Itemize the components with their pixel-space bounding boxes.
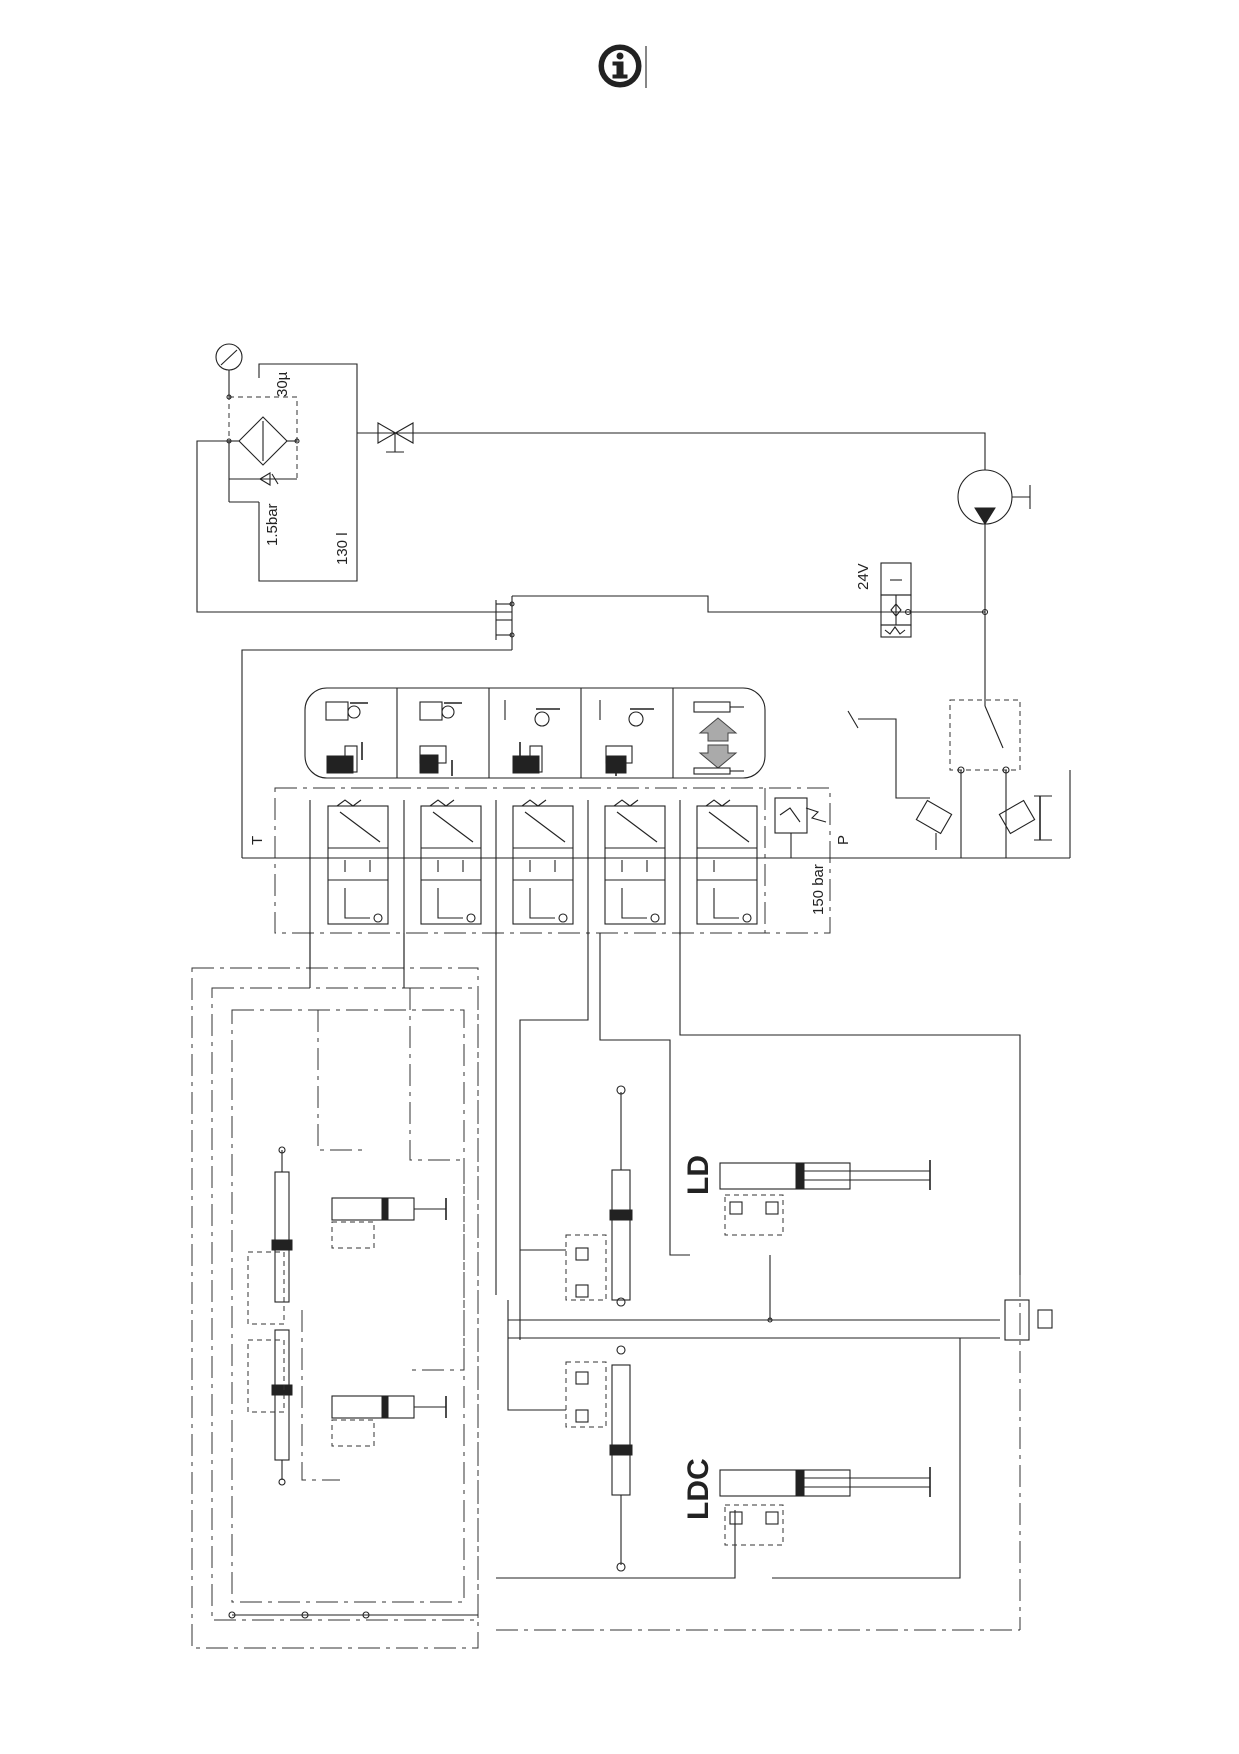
lever-control-right [998, 795, 1052, 841]
valve-section-4 [587, 799, 666, 935]
wheel-in-down-icon [599, 700, 654, 776]
ld-horizontal-cylinder [719, 1160, 931, 1236]
left-implement-frame [191, 933, 479, 1649]
lever-control-left [847, 710, 953, 850]
check-valve-right [1004, 1299, 1053, 1341]
valve-bank [242, 770, 1071, 934]
solenoid-voltage-label: 24V [855, 563, 872, 590]
ldc-label: LDC [682, 1458, 715, 1520]
pressure-gauge [215, 343, 243, 397]
ld-label: LD [682, 1155, 715, 1195]
port-p-label: P [835, 835, 852, 845]
wheel-in-up-icon [504, 700, 560, 774]
left-cylinder-upper [247, 1146, 293, 1325]
lateral-slide-down-icon [419, 701, 462, 776]
port-t-label: T [249, 836, 266, 845]
info-circle-icon [598, 44, 647, 88]
return-filter [226, 394, 300, 486]
ldc-horizontal-cylinder [719, 1467, 931, 1546]
ldc-vertical-cylinder [565, 1345, 633, 1572]
hydraulic-pump [957, 469, 1031, 616]
solenoid-valve [880, 562, 912, 638]
filter-bypass-label: 1.5bar [264, 503, 281, 546]
lateral-slide-up-icon [325, 701, 368, 774]
return-line [196, 440, 512, 613]
right-implement-lines [495, 933, 1021, 1631]
valve-section-1 [309, 799, 389, 970]
tank [228, 363, 358, 582]
tank-volume-label: 130 l [334, 532, 351, 565]
tank-manifold [241, 596, 515, 858]
left-cylinder-lower [247, 1329, 293, 1486]
filter-rating-label: 30µ [274, 371, 291, 397]
pressure-line [512, 595, 985, 613]
ldc-supply-line [507, 1300, 566, 1411]
lift-cylinders-icon [693, 701, 744, 775]
ld-vertical-cylinder [565, 1085, 633, 1307]
selector-valve [949, 612, 1021, 858]
left-horizontal-cylinder-lower [331, 1395, 447, 1447]
left-horizontal-cylinder-upper [331, 1197, 447, 1249]
shutoff-valve [377, 422, 414, 453]
suction-line [357, 432, 986, 470]
valve-section-2 [403, 799, 482, 970]
valve-section-5 [679, 799, 758, 935]
relief-valve [774, 797, 827, 858]
function-panel [304, 687, 766, 779]
valve-section-3 [495, 799, 574, 935]
relief-pressure-label: 150 bar [810, 864, 827, 915]
